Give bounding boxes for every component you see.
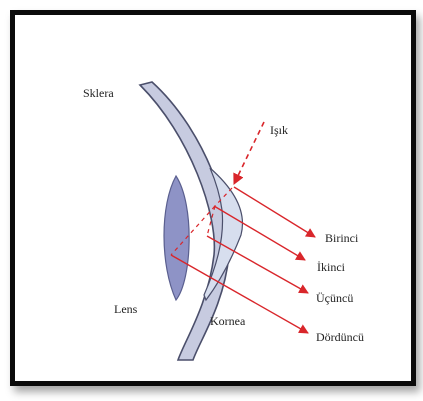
- incoming-light-ray: [234, 122, 264, 184]
- lens-label: Lens: [114, 302, 138, 316]
- lens-shape: [164, 176, 189, 300]
- fourth-reflection-label: Dördüncü: [316, 330, 364, 344]
- light-label: Işık: [270, 123, 288, 137]
- first-reflection-label: Birinci: [325, 231, 359, 245]
- sclera-label: Sklera: [83, 86, 114, 100]
- cornea-label: Kornea: [210, 314, 246, 328]
- second-reflection-label: İkinci: [317, 260, 346, 274]
- third-reflection-label: Üçüncü: [316, 291, 353, 305]
- reflection-ray-1: [234, 187, 315, 237]
